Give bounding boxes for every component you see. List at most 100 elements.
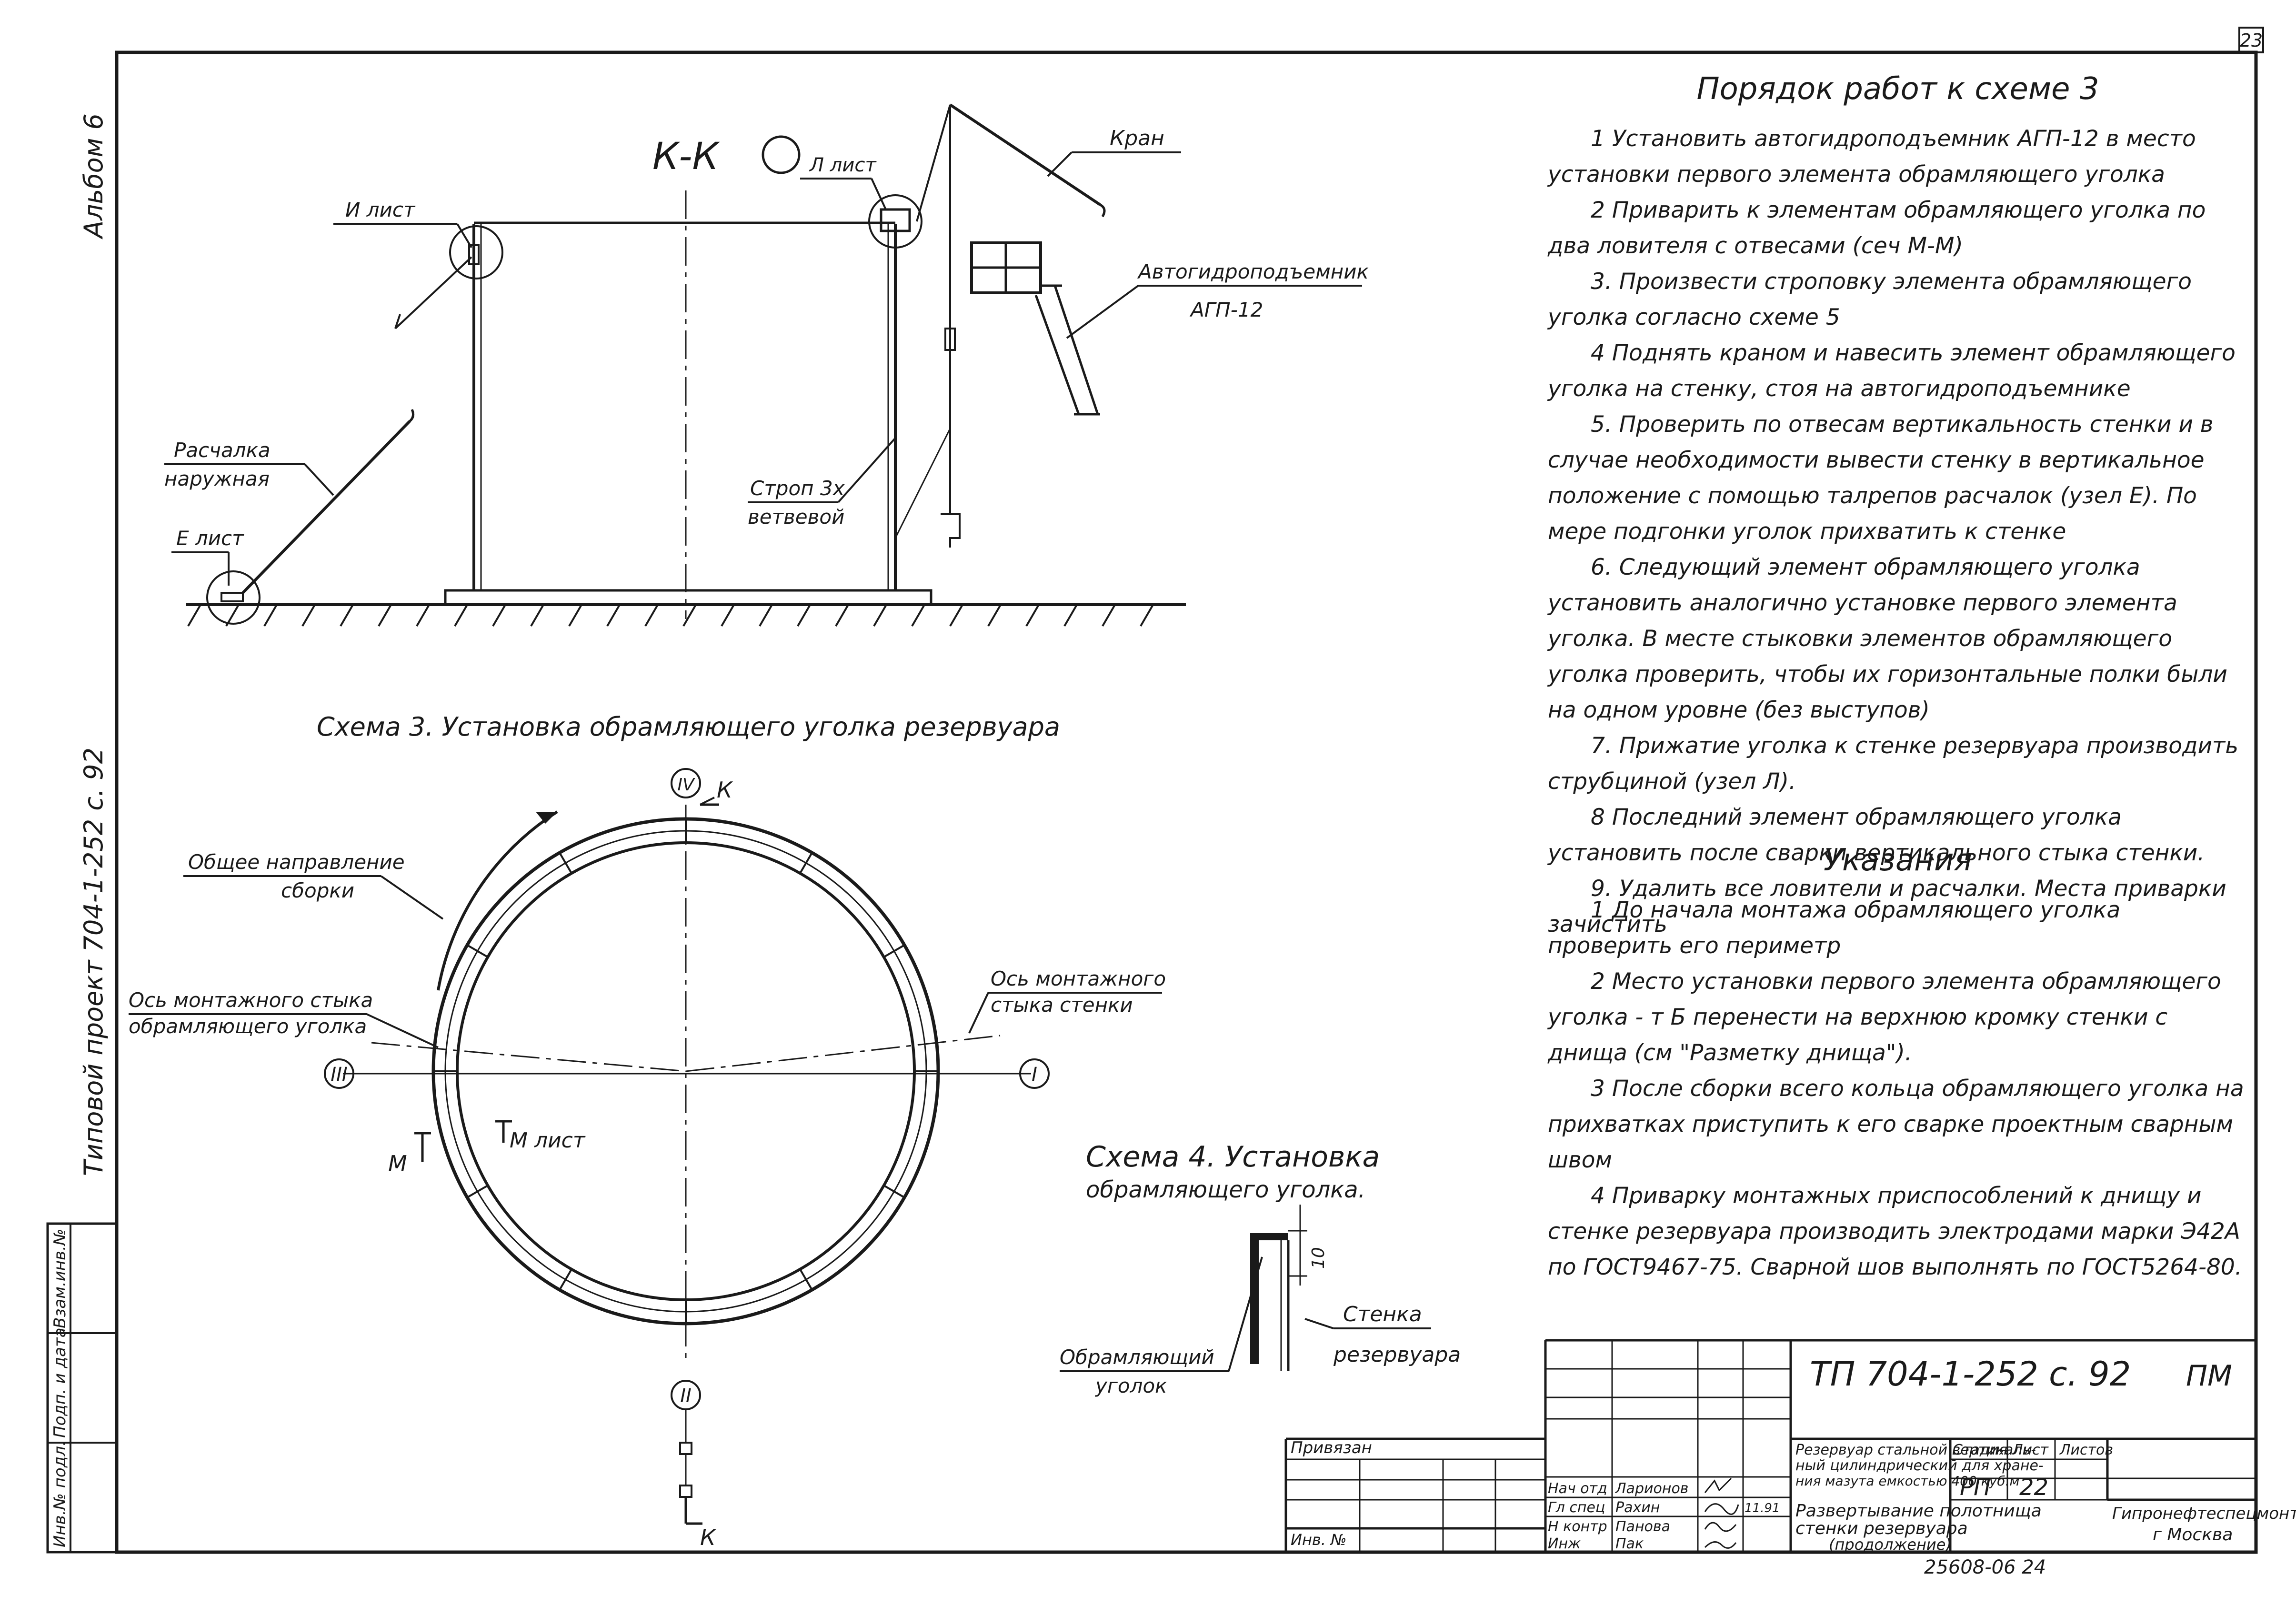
label-guy-1: Расчалка — [174, 439, 271, 462]
pos-III-label: III — [331, 1064, 347, 1086]
name-1: Ларионов — [1615, 1480, 1689, 1497]
name-2: Рахин — [1615, 1499, 1660, 1516]
date: 11.91 — [1745, 1501, 1780, 1515]
stamp-sign-label: Подп. и дата — [50, 1327, 70, 1438]
plumb-weight-icon — [941, 513, 961, 548]
album-label: Альбом 6 — [79, 113, 109, 239]
sheet-value: 22 — [2019, 1474, 2048, 1501]
scheme4-title-2: обрамляющего уголка. — [1086, 1176, 1365, 1203]
label-axis-angle-2: обрамляющего уголка — [129, 1015, 367, 1038]
stamp-replace-label: Взам.инв.№ — [50, 1229, 70, 1328]
procedure-item: 4 Поднять краном и навесить элемент обра… — [1548, 340, 2236, 402]
note-item: 2 Место установки первого элемента обрам… — [1548, 968, 2221, 1066]
inv-label: Инв. № — [1291, 1531, 1346, 1549]
org-line-1: Гипронефтеспецмонтаж — [2112, 1504, 2296, 1523]
pos-I-label: I — [1032, 1064, 1037, 1086]
clamp-icon — [880, 208, 911, 232]
k-top-label: К — [717, 777, 733, 803]
stamp-inv-label: Инв.№ подл. — [50, 1441, 70, 1547]
notes-heading: Указания — [1823, 843, 1973, 878]
scheme3-title: Схема 3. Установка обрамляющего уголка р… — [317, 712, 1060, 742]
role-3: Н контр — [1548, 1518, 1607, 1535]
label-e-list: Е лист — [176, 527, 244, 550]
role-2: Гл спец — [1548, 1499, 1605, 1516]
procedure-item: 3. Произвести строповку элемента обрамля… — [1548, 269, 2192, 330]
signature-1-icon — [1704, 1477, 1732, 1493]
name-3: Панова — [1615, 1518, 1670, 1535]
role-1: Нач отд — [1548, 1480, 1607, 1497]
role-4: Инж — [1548, 1535, 1581, 1552]
label-l-list: Л лист — [809, 154, 877, 176]
scheme-3: Схема 3. Установка обрамляющего уголка р… — [129, 712, 1166, 1550]
axis-wall-joint — [685, 1035, 1001, 1072]
crane-cable — [916, 104, 951, 222]
tank-foundation — [444, 589, 932, 606]
label-axis-angle-1: Ось монтажного стыка — [129, 988, 373, 1012]
node-l-circle — [868, 194, 922, 249]
procedure-item: 5. Проверить по отвесам вертикальность с… — [1548, 411, 2214, 545]
note-item: 3 После сборки всего кольца обрамляющего… — [1548, 1076, 2244, 1173]
dim-10: 10 — [1309, 1247, 1328, 1269]
sheet-title-3: (продолжение) — [1829, 1535, 1952, 1554]
label-i-list: И лист — [345, 198, 416, 221]
desc-line-3: ния мазута емкостью 400 куб.м — [1795, 1473, 2020, 1489]
turnbuckle-icon — [944, 328, 956, 351]
note-item: 4 Приварку монтажных приспособлений к дн… — [1548, 1183, 2242, 1280]
label-lift-1: Автогидроподъемник — [1137, 260, 1369, 283]
lift-boom — [1034, 295, 1080, 415]
pos-II-label: II — [680, 1385, 692, 1407]
signature-4-icon — [1704, 1541, 1737, 1549]
m-list-label: М лист — [510, 1128, 586, 1153]
doc-code: ТП 704-1-252 с. 92 — [1810, 1355, 2131, 1394]
direction-arrow-icon — [536, 812, 557, 824]
scheme-4: Схема 4. Установка обрамляющего уголка. … — [1060, 1140, 1461, 1397]
k-bottom-label: К — [700, 1525, 717, 1550]
pos-IV-marker — [671, 768, 701, 798]
sheet-title-2: стенки резервуара — [1795, 1519, 1968, 1538]
label-angle-1: Обрамляющий — [1060, 1346, 1214, 1369]
sheets-label: Листов — [2059, 1442, 2113, 1458]
label-wall-2: резервуара — [1333, 1343, 1461, 1367]
label-guy-2: наружная — [164, 467, 270, 490]
procedure-section: Порядок работ к схеме 3 1 Установить авт… — [1548, 71, 2248, 942]
note-item: 1 До начала монтажа обрамляющего уголка … — [1548, 897, 2121, 959]
section-marker-circle — [762, 135, 801, 174]
pos-I-marker — [1019, 1058, 1050, 1089]
page-number-box — [2238, 27, 2264, 53]
procedure-item: 1 Установить автогидроподъемник АГП-12 в… — [1548, 126, 2196, 188]
node-e-circle — [206, 570, 261, 625]
label-wall-1: Стенка — [1343, 1302, 1422, 1326]
title-block: ТП 704-1-252 с. 92 ПМ Привязан Инв. № Ре… — [1284, 1339, 2296, 1578]
anchor-icon — [221, 592, 244, 602]
signature-2-icon — [1704, 1503, 1739, 1515]
doc-format: ПМ — [2186, 1359, 2232, 1393]
ground-hatching — [187, 605, 1153, 627]
desc-line-2: ный цилиндрический для хране- — [1795, 1457, 2044, 1474]
archive-number: 25608-06 24 — [1924, 1556, 2046, 1578]
axis-angle-joint — [371, 1042, 686, 1072]
org-line-2: г Москва — [2153, 1525, 2233, 1545]
procedure-item: 7. Прижатие уголка к стенке резервуара п… — [1548, 733, 2239, 795]
crane-boom — [949, 103, 1101, 206]
label-axis-wall-2: стыка стенки — [991, 993, 1133, 1017]
assembly-direction-arc — [437, 810, 558, 991]
procedure-item: 8 Последний элемент обрамляющего уголка … — [1548, 804, 2205, 866]
procedure-item: 9. Удалить все ловители и расчалки. Мест… — [1548, 876, 2226, 937]
guy-rope — [241, 420, 411, 594]
label-direction-1: Общее направление — [188, 850, 405, 874]
desc-line-1: Резервуар стальной вертикаль- — [1795, 1442, 2036, 1458]
label-angle-2: уголок — [1094, 1374, 1167, 1397]
linked-label: Привязан — [1291, 1438, 1372, 1457]
pos-III-marker — [324, 1058, 354, 1089]
procedure-item: 6. Следующий элемент обрамляющего уголка… — [1548, 554, 2227, 723]
angle-profile — [1250, 1233, 1288, 1364]
signature-3-icon — [1704, 1522, 1737, 1532]
scheme4-title-1: Схема 4. Установка — [1086, 1140, 1380, 1174]
section-kk: К-К — [164, 103, 1369, 627]
procedure-item: 2 Приварить к элементам обрамляющего уго… — [1548, 197, 2206, 259]
pos-IV-label: IV — [677, 775, 695, 795]
label-direction-2: сборки — [281, 879, 354, 902]
label-crane: Кран — [1110, 126, 1164, 150]
node-i-circle — [449, 225, 503, 279]
